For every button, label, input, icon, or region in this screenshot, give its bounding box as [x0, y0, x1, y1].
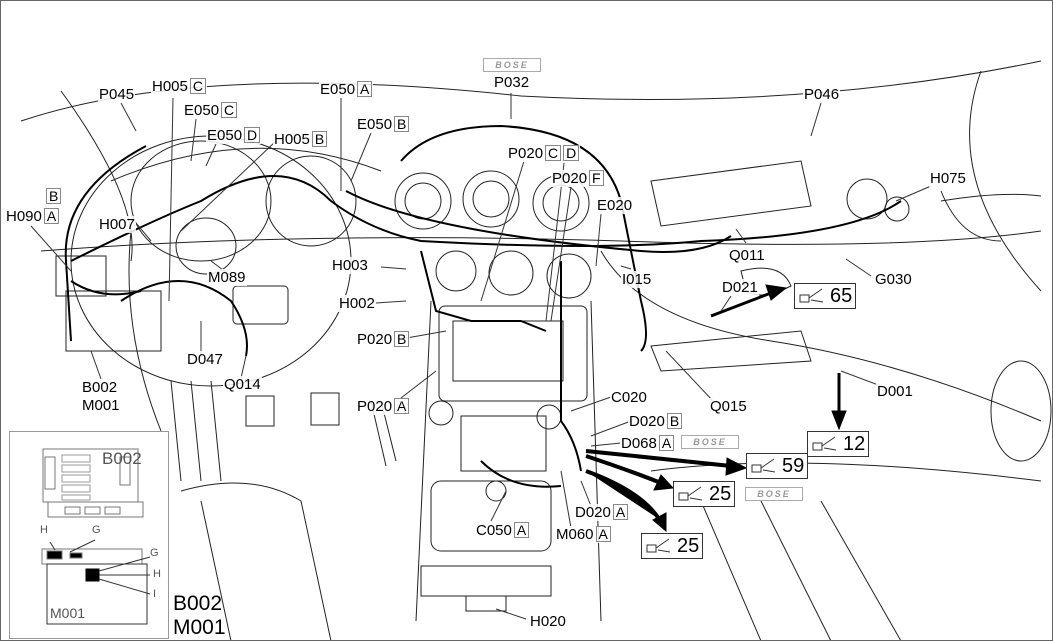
connector-suffix: A [513, 522, 530, 538]
connector-suffix: D [244, 127, 261, 143]
connector-suffix: B [311, 131, 328, 147]
label-d021: D021 [721, 279, 759, 296]
label-m001: M001 [81, 397, 121, 414]
connector-icon [799, 288, 824, 303]
connector-suffix: A [357, 81, 373, 97]
connector-suffix: A [394, 398, 410, 414]
label-h020: H020 [529, 613, 567, 630]
connector-icon [678, 486, 703, 501]
bose-logo: BOSE [681, 435, 739, 449]
connector-suffix: A [612, 504, 629, 520]
connector-suffix: F [589, 170, 604, 186]
label-c020: C020 [610, 389, 648, 406]
label-p046: P046 [803, 86, 841, 103]
reference-box-65: 65 [794, 283, 857, 309]
label-h003: H003 [331, 257, 369, 274]
connector-suffix: B [666, 413, 683, 429]
label-q014: Q014 [223, 376, 262, 393]
label-p032: P032 [493, 74, 531, 91]
connector-suffix: B [46, 188, 62, 204]
label-e020: E020 [596, 197, 634, 214]
connector-suffix: B [394, 331, 410, 347]
connector-icon [646, 538, 671, 553]
connector-icon [812, 436, 837, 451]
inset-drawing [41, 448, 151, 625]
reference-box-12: 12 [807, 431, 870, 457]
label-i015: I015 [621, 271, 653, 288]
connector-suffix: A [43, 208, 60, 224]
connector-suffix: C [221, 102, 238, 118]
reference-box-25: 25 [673, 481, 736, 507]
label-p045: P045 [98, 86, 136, 103]
bose-logo: BOSE [745, 487, 803, 501]
reference-box-25: 25 [641, 533, 704, 559]
reference-box-59: 59 [746, 453, 809, 479]
bose-logo: BOSE [483, 58, 541, 72]
label-b: B [43, 188, 63, 205]
label-m089: M089 [207, 269, 247, 286]
label-b002: B002 [81, 379, 119, 396]
label-q015: Q015 [709, 398, 748, 415]
label-g030: G030 [874, 271, 913, 288]
inset-caption: M001 [173, 616, 226, 639]
connector-suffix: D [563, 145, 580, 161]
label-h002: H002 [338, 295, 376, 312]
connector-suffix: C [545, 145, 562, 161]
connector-suffix: B [394, 116, 410, 132]
label-d001: D001 [876, 383, 914, 400]
label-h007: H007 [98, 216, 136, 233]
label-d047: D047 [186, 351, 224, 368]
label-q011: Q011 [728, 247, 766, 264]
connector-suffix: C [189, 78, 206, 94]
detail-inset: H G G H I B002 M001 [9, 431, 169, 639]
connector-suffix: A [595, 526, 611, 542]
connector-suffix: A [658, 435, 675, 451]
inset-caption: B002 [173, 592, 223, 615]
connector-icon [751, 458, 776, 473]
label-h075: H075 [929, 170, 967, 187]
